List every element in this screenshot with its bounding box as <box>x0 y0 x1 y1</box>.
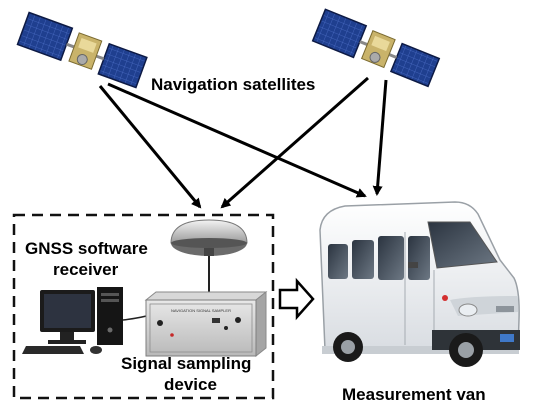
gnss-antenna-icon <box>170 219 248 300</box>
device-panel-text: NAVIGATION SIGNAL SAMPLER <box>171 308 231 313</box>
arrow-left-sat-to-van <box>107 82 367 198</box>
rear-wheel <box>333 332 363 362</box>
label-measurement-van: Measurement van <box>342 385 486 404</box>
hollow-arrow-icon <box>278 277 315 321</box>
satellite-left-icon <box>16 11 148 89</box>
sampler-device-icon: NAVIGATION SIGNAL SAMPLER <box>144 290 268 358</box>
van-window-1 <box>328 244 348 279</box>
arrow-right-sat-to-van <box>372 79 388 196</box>
label-signal-sampling-line1: Signal sampling <box>121 354 252 373</box>
label-gnss-receiver-line1: GNSS software <box>25 239 148 258</box>
label-gnss-receiver-line2: receiver <box>53 260 119 279</box>
front-wheel <box>449 333 483 367</box>
van-icon <box>319 201 520 367</box>
van-window-4 <box>408 236 430 280</box>
signal-arrows <box>98 76 388 209</box>
computer-icon <box>22 287 151 354</box>
label-signal-sampling-line2: device <box>164 375 217 394</box>
van-window-3 <box>378 236 404 280</box>
satellite-right-icon <box>311 8 441 88</box>
receiver-dashed-box <box>12 213 275 400</box>
arrow-right-sat-to-antenna <box>220 76 369 209</box>
van-window-2 <box>352 240 374 279</box>
arrow-left-sat-to-antenna <box>98 85 202 209</box>
label-navigation-satellites: Navigation satellites <box>151 75 316 94</box>
